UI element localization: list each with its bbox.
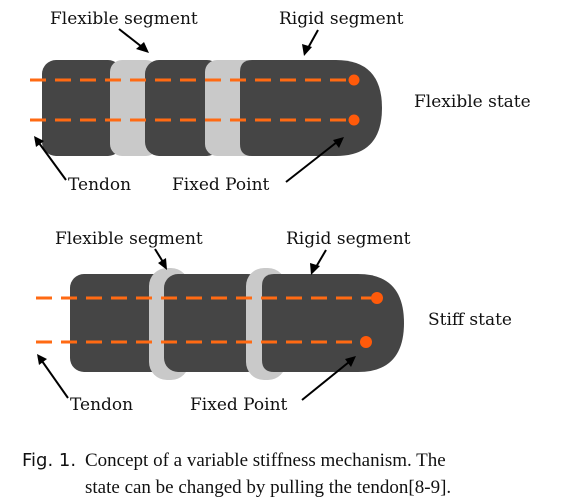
- top-panel-flexible-state: Flexible segment Rigid segment Flexible …: [30, 9, 531, 195]
- bottom-rigid-segment-label: Rigid segment: [286, 229, 411, 249]
- top-rigid-segment-label: Rigid segment: [279, 9, 404, 29]
- bottom-rigid-segment-arrow: [310, 249, 327, 275]
- bottom-state-label: Stiff state: [428, 310, 512, 330]
- bottom-panel-stiff-state: Flexible segment Rigid segment Stiff sta…: [36, 229, 512, 415]
- bottom-fixed-point-arrow: [301, 356, 356, 401]
- top-fixed-point-lower: [348, 114, 360, 126]
- top-flexible-segment-label: Flexible segment: [50, 9, 198, 29]
- bottom-tendon-arrow: [37, 354, 69, 399]
- bottom-fixed-point-upper: [371, 292, 383, 304]
- top-rigid-segment-2: [145, 60, 221, 156]
- top-state-label: Flexible state: [414, 92, 531, 112]
- top-fixed-point-upper: [348, 74, 360, 86]
- bottom-flexible-segment-label: Flexible segment: [55, 229, 203, 249]
- bottom-fixed-point-label: Fixed Point: [190, 395, 288, 415]
- top-tendon-arrow: [34, 136, 67, 181]
- caption-fig-label: Fig. 1.: [22, 450, 76, 471]
- bottom-rigid-tip-segment: [262, 274, 404, 372]
- bottom-fixed-point-lower: [360, 336, 372, 348]
- top-rigid-segment-1: [42, 60, 122, 156]
- top-fixed-point-label: Fixed Point: [172, 175, 270, 195]
- bottom-tendon-label: Tendon: [70, 395, 133, 415]
- caption-line-2: state can be changed by pulling the tend…: [85, 477, 451, 498]
- top-rigid-tip-segment: [240, 60, 382, 156]
- bottom-flexible-segment-arrow: [154, 248, 167, 270]
- caption-line-1: Concept of a variable stiffness mechanis…: [85, 450, 446, 471]
- top-rigid-segment-arrow: [302, 29, 319, 56]
- top-fixed-point-arrow: [285, 137, 344, 183]
- top-tendon-label: Tendon: [68, 175, 131, 195]
- top-flexible-segment-arrow: [118, 28, 149, 53]
- figure-caption: Fig. 1. Concept of a variable stiffness …: [22, 450, 451, 498]
